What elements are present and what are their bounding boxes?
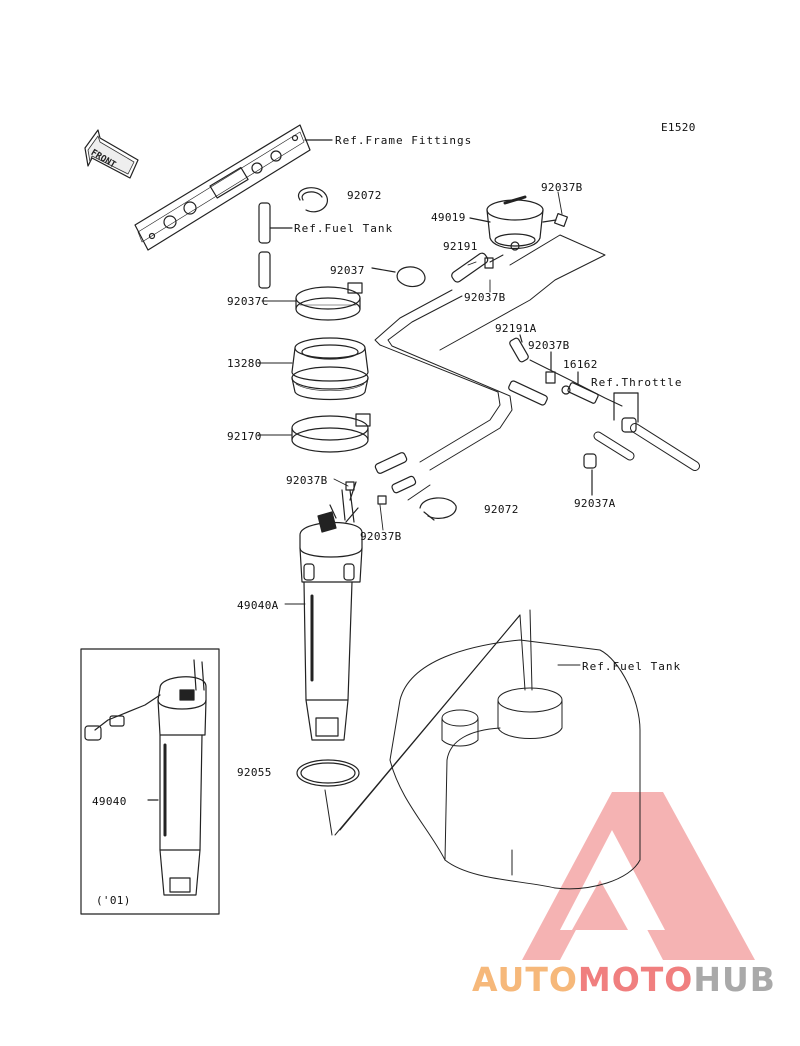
label-92170: 92170	[227, 430, 262, 443]
fuel-tank-outline	[324, 609, 641, 890]
label-49040: 49040	[92, 795, 127, 808]
tube-92191a	[508, 334, 548, 406]
label-92037b-top: 92037B	[541, 181, 583, 194]
label-92037b-left: 92037B	[286, 474, 328, 487]
label-92037: 92037	[330, 264, 365, 277]
clamp-92072-lower	[419, 497, 457, 521]
label-49019: 49019	[431, 211, 466, 224]
label-inset-year: ('01)	[96, 894, 131, 907]
inset-box-49040	[80, 648, 220, 915]
label-ref-fuel-tank-lower: Ref.Fuel Tank	[582, 660, 682, 673]
watermark-part-hub: HUB	[693, 960, 776, 999]
fuel-pump-49040a	[299, 489, 363, 741]
throttle-cable-parts	[593, 392, 700, 471]
label-ref-frame-fittings: Ref.Frame Fittings	[335, 134, 473, 147]
label-49040a: 49040A	[237, 599, 279, 612]
label-92037b-right: 92037B	[528, 339, 570, 352]
watermark-text: AUTOMOTOHUB	[472, 960, 776, 999]
label-13280: 13280	[227, 357, 262, 370]
clamp-92072-upper	[297, 187, 328, 213]
label-92191: 92191	[443, 240, 478, 253]
label-92072-lower: 92072	[484, 503, 519, 516]
label-92037c: 92037C	[227, 295, 269, 308]
grommet-13280	[291, 337, 369, 401]
band-clamp-92037c	[295, 282, 363, 321]
label-92191a: 92191A	[495, 322, 537, 335]
label-16162: 16162	[563, 358, 598, 371]
pump-hoses	[345, 452, 417, 505]
watermark-part-moto: MOTO	[577, 960, 694, 999]
fitting-16162	[561, 371, 599, 404]
front-arrow-icon	[84, 129, 139, 179]
label-92037b-lower: 92037B	[360, 530, 402, 543]
leader-lines	[257, 191, 563, 605]
label-92072-upper: 92072	[347, 189, 382, 202]
clip-92037a	[583, 453, 597, 496]
clip-92037b-right	[545, 351, 556, 384]
label-92055: 92055	[237, 766, 272, 779]
tube-92191	[451, 252, 489, 283]
band-clamp-92170	[291, 413, 371, 453]
fuel-filter-49019	[469, 195, 569, 269]
label-92037a: 92037A	[574, 497, 616, 510]
label-ref-throttle: Ref.Throttle	[591, 376, 683, 389]
o-ring-92055	[296, 759, 360, 787]
vent-hoses-upper	[258, 202, 293, 289]
diagram-code: E1520	[661, 121, 696, 134]
clamp-92037	[371, 266, 426, 288]
watermark-part-auto: AUTO	[472, 960, 578, 999]
label-ref-fuel-tank-upper: Ref.Fuel Tank	[294, 222, 394, 235]
watermark-triangle-logo	[522, 792, 755, 960]
label-92037b-mid: 92037B	[464, 291, 506, 304]
frame-fitting-bracket	[134, 124, 333, 251]
